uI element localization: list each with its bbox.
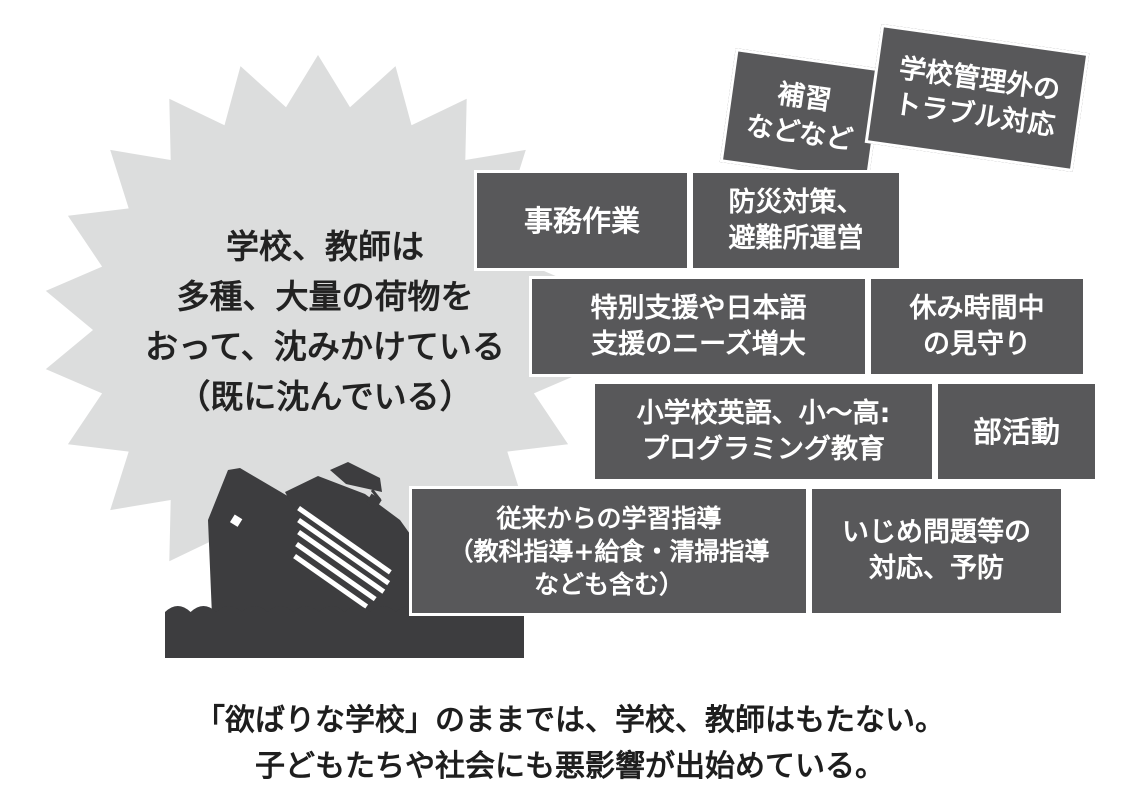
box-eigo: 小学校英語、小〜高: プログラミング教育 — [592, 381, 935, 482]
box-line: プログラミング教育 — [642, 433, 885, 465]
water-waves-icon — [165, 606, 524, 658]
box-line: 特別支援や日本語 — [590, 292, 807, 324]
burst-line: 多種、大量の荷物を — [176, 277, 474, 316]
box-bukatsu: 部活動 — [935, 381, 1098, 482]
burst-line: （既に沈んでいる） — [177, 377, 473, 416]
box-line: 支援のニーズ増大 — [591, 328, 806, 360]
caption: 「欲ばりな学校」のままでは、学校、教師はもたない。 子どもたちや社会にも悪影響が… — [0, 698, 1140, 790]
box-yasumi: 休み時間中 の見守り — [868, 276, 1086, 377]
caption-line: 子どもたちや社会にも悪影響が出始めている。 — [255, 749, 885, 784]
box-line: 事務作業 — [523, 203, 640, 238]
burst-line: 学校、教師は — [226, 227, 424, 266]
sinking-ship-icon — [208, 462, 478, 616]
burst-shape — [45, 55, 591, 605]
box-line: 避難所運営 — [728, 222, 864, 254]
box-line: いじめ問題等の — [842, 517, 1031, 548]
burst-text: 学校、教師は 多種、大量の荷物を おって、沈みかけている （既に沈んでいる） — [90, 222, 560, 422]
box-line: 休み時間中 — [909, 292, 1045, 324]
box-line: 部活動 — [972, 414, 1060, 449]
box-jugyo: 従来からの学習指導 （教科指導+給食・清掃指導 なども含む） — [409, 486, 809, 616]
box-line: 対応、予防 — [869, 553, 1004, 584]
box-line: 従来からの学習指導 — [496, 503, 722, 533]
box-bosai: 防災対策、 避難所運営 — [690, 170, 902, 271]
box-hoshu: 補習 などなど — [719, 48, 885, 183]
box-ijime: いじめ問題等の 対応、予防 — [809, 486, 1064, 616]
box-line: の見守り — [923, 328, 1031, 360]
box-line: なども含む） — [533, 569, 684, 599]
box-line: 小学校英語、小〜高: — [636, 397, 891, 429]
box-line: 防災対策、 — [728, 186, 864, 218]
box-tokubetsu: 特別支援や日本語 支援のニーズ増大 — [529, 276, 868, 377]
box-jimu: 事務作業 — [474, 170, 690, 271]
box-line: （教科指導+給食・清掃指導 — [448, 536, 770, 566]
box-line: などなど — [744, 110, 855, 156]
burst-line: おって、沈みかけている — [145, 327, 505, 366]
caption-line: 「欲ばりな学校」のままでは、学校、教師はもたない。 — [195, 703, 945, 738]
